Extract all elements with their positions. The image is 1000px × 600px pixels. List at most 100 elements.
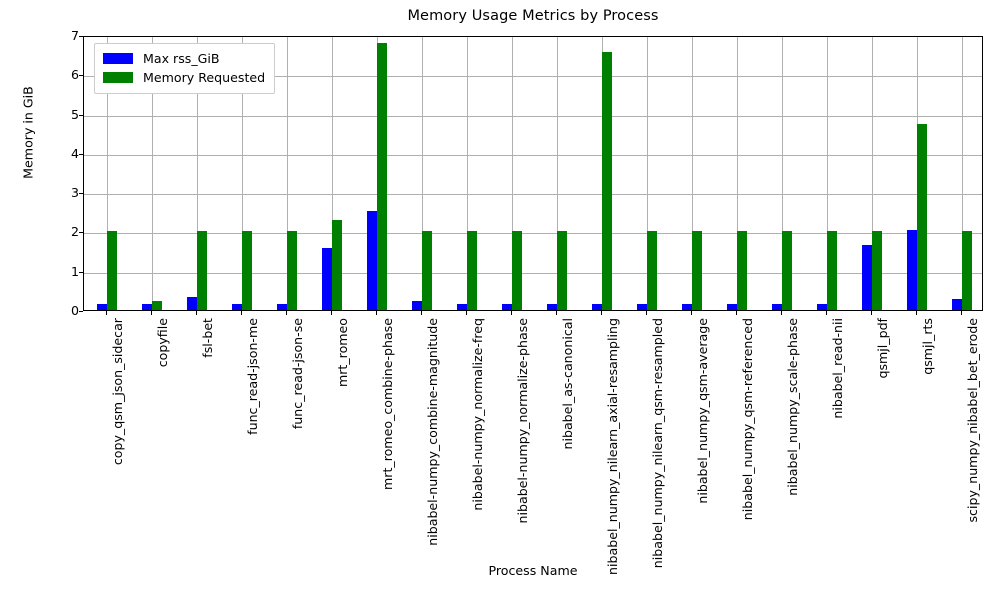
- bar: [331, 220, 342, 310]
- bar: [781, 231, 792, 310]
- gridline: [737, 37, 738, 310]
- gridline: [107, 37, 108, 310]
- y-tick-mark: [79, 193, 83, 195]
- gridline: [332, 37, 333, 310]
- gridline: [197, 37, 198, 310]
- gridline: [84, 194, 982, 196]
- x-tick-label: nibabel_read-nii: [830, 318, 845, 419]
- x-tick-label: nibabel-numpy_combine-magnitude: [425, 318, 440, 546]
- x-tick-label: fsl-bet: [200, 318, 215, 358]
- bar: [376, 42, 387, 310]
- gridline: [152, 37, 153, 310]
- x-tick-mark: [601, 311, 602, 315]
- y-tick-label: 1: [70, 263, 79, 279]
- legend-item[interactable]: Memory Requested: [103, 68, 265, 87]
- y-tick-mark: [79, 232, 83, 234]
- bar: [681, 304, 692, 310]
- gridline: [84, 154, 982, 156]
- x-tick-mark: [691, 311, 692, 315]
- gridline: [647, 37, 648, 310]
- x-tick-mark: [646, 311, 647, 315]
- x-tick-label: qsmjl_pdf: [875, 318, 890, 379]
- x-axis-label: Process Name: [488, 563, 578, 578]
- x-tick-label: nibabel_numpy_qsm-average: [695, 318, 710, 504]
- bar: [646, 231, 657, 310]
- y-tick-label: 5: [70, 106, 79, 122]
- gridline: [84, 272, 982, 274]
- bar: [421, 231, 432, 310]
- x-tick-label: nibabel_numpy_scale-phase: [785, 318, 800, 496]
- x-tick-label: copyfile: [155, 318, 170, 368]
- bar: [826, 231, 837, 310]
- bar: [636, 304, 647, 310]
- gridline: [692, 37, 693, 310]
- y-tick-mark: [79, 75, 83, 77]
- bar: [591, 303, 602, 310]
- gridline: [84, 76, 982, 78]
- x-tick-mark: [376, 311, 377, 315]
- x-tick-mark: [421, 311, 422, 315]
- x-tick-mark: [961, 311, 962, 315]
- bar: [961, 231, 972, 310]
- x-tick-mark: [106, 311, 107, 315]
- bar: [601, 51, 612, 310]
- y-tick-mark: [79, 153, 83, 155]
- bar: [456, 303, 467, 310]
- y-tick-mark: [79, 36, 83, 37]
- y-axis-label: Memory in GiB: [20, 86, 36, 179]
- y-tick-mark: [79, 114, 83, 116]
- x-tick-mark: [916, 311, 917, 315]
- bar: [736, 231, 747, 310]
- legend-item[interactable]: Max rss_GiB: [103, 49, 265, 68]
- gridline: [827, 37, 828, 310]
- x-tick-label: func_read-json-se: [290, 318, 305, 430]
- y-tick-label: 2: [70, 224, 79, 240]
- bar: [186, 296, 197, 310]
- bar: [691, 231, 702, 310]
- chart-title: Memory Usage Metrics by Process: [407, 8, 659, 24]
- y-tick-label: 4: [70, 145, 79, 161]
- x-tick-mark: [466, 311, 467, 315]
- y-tick-mark: [79, 311, 83, 312]
- gridline: [422, 37, 423, 310]
- legend-swatch: [103, 53, 133, 64]
- y-tick-label: 7: [70, 28, 79, 43]
- x-tick-label: nibabel-numpy_normalize-phase: [515, 318, 530, 524]
- gridline: [512, 37, 513, 310]
- x-tick-label: nibabel_as-canonical: [560, 318, 575, 450]
- bar: [366, 211, 377, 310]
- bar: [276, 303, 287, 310]
- y-tick-mark: [79, 271, 83, 273]
- bar: [106, 231, 117, 310]
- bar: [231, 303, 242, 310]
- bar: [871, 231, 882, 310]
- x-tick-label: nibabel_numpy_nilearn_qsm-resampled: [650, 318, 665, 569]
- bar: [906, 230, 917, 310]
- gridline: [242, 37, 243, 310]
- x-tick-mark: [196, 311, 197, 315]
- bar: [861, 245, 872, 310]
- gridline: [782, 37, 783, 310]
- bar: [196, 231, 207, 310]
- x-tick-mark: [556, 311, 557, 315]
- x-tick-mark: [151, 311, 152, 315]
- x-tick-label: nibabel_numpy_qsm-referenced: [740, 318, 755, 521]
- x-tick-mark: [781, 311, 782, 315]
- bar: [916, 124, 927, 310]
- bar: [726, 304, 737, 310]
- y-tick-label: 0: [70, 303, 79, 318]
- plot-area: [83, 36, 983, 311]
- chart-legend: Max rss_GiB Memory Requested: [94, 43, 276, 94]
- gridline: [84, 233, 982, 235]
- x-tick-label: func_read-json-me: [245, 318, 260, 435]
- gridline: [467, 37, 468, 310]
- bar: [816, 304, 827, 310]
- legend-label: Max rss_GiB: [143, 51, 220, 66]
- x-axis-tick-marks: [83, 311, 983, 315]
- x-tick-mark: [736, 311, 737, 315]
- bar: [286, 231, 297, 310]
- gridline: [287, 37, 288, 310]
- bar: [546, 303, 557, 310]
- bar: [951, 299, 962, 310]
- x-tick-mark: [871, 311, 872, 315]
